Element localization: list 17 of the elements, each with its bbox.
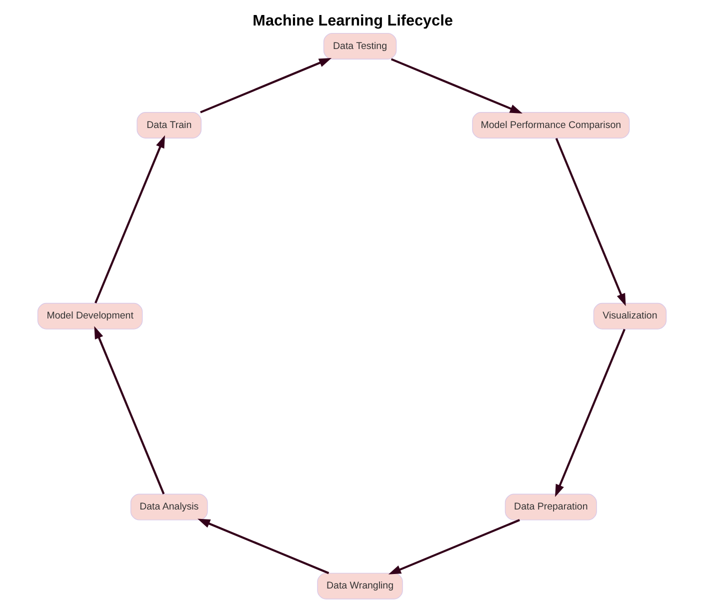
node-box: Data Wrangling	[316, 572, 402, 600]
arrow	[554, 328, 625, 497]
arrow	[94, 135, 164, 304]
arrow	[94, 326, 164, 494]
arrow	[200, 58, 332, 114]
node-box: Data Preparation	[504, 494, 596, 520]
node-box: Model Development	[36, 302, 142, 330]
arrow	[388, 519, 520, 574]
node-box: Model Performance Comparison	[472, 112, 630, 138]
diagram-title: Machine Learning Lifecycle	[252, 12, 452, 30]
arrow	[554, 138, 626, 306]
node-box: Data Analysis	[130, 494, 208, 520]
arrow	[390, 58, 522, 114]
node-box: Data Train	[136, 112, 202, 138]
node-box: Visualization	[592, 302, 666, 330]
arrow	[197, 518, 329, 574]
node-box: Data Testing	[322, 32, 396, 60]
